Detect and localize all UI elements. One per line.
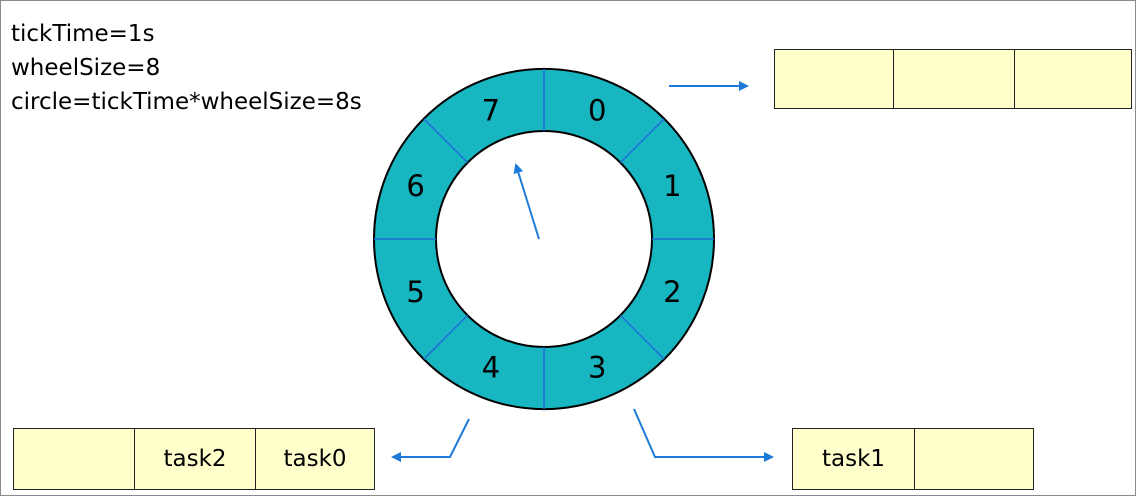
bucket-top-right [774,49,1132,109]
arrow-to-bottom-left-bucket [391,418,470,462]
parameters-text: tickTime=1s wheelSize=8 circle=tickTime*… [11,17,362,119]
bucket-slot [893,50,1014,108]
slot-label-5: 5 [406,275,424,309]
bucket-slot [14,429,134,489]
slot-label-0: 0 [588,94,606,128]
bucket-bottom-left: task2 task0 [13,428,375,490]
bucket-slot [775,50,893,108]
arrow-to-bottom-right-bucket [633,408,774,462]
slot-label-4: 4 [482,350,500,384]
slot-divider [619,314,665,360]
wheel-pointer-arrow [513,163,540,240]
slot-label-7: 7 [482,94,500,128]
slot-divider [423,314,469,360]
bucket-slot-task2: task2 [134,429,255,489]
slot-divider [423,118,469,164]
slot-dividers [374,69,714,409]
tick-time-label: tickTime=1s [11,21,155,47]
circle-formula-label: circle=tickTime*wheelSize=8s [11,89,362,115]
bucket-slot-task0: task0 [255,429,374,489]
slot-label-3: 3 [588,350,606,384]
bucket-slot-task1: task1 [821,446,886,472]
bucket-bottom-right: task1 [792,428,1034,490]
bucket-slot [1014,50,1131,108]
slot-label-2: 2 [663,275,681,309]
slot-label-6: 6 [406,169,424,203]
slot-label-1: 1 [663,169,681,203]
bucket-slot [914,429,1033,489]
slot-labels: 0 1 2 3 4 5 6 7 [406,94,681,385]
wheel-size-label: wheelSize=8 [11,55,161,81]
slot-divider [619,118,665,164]
